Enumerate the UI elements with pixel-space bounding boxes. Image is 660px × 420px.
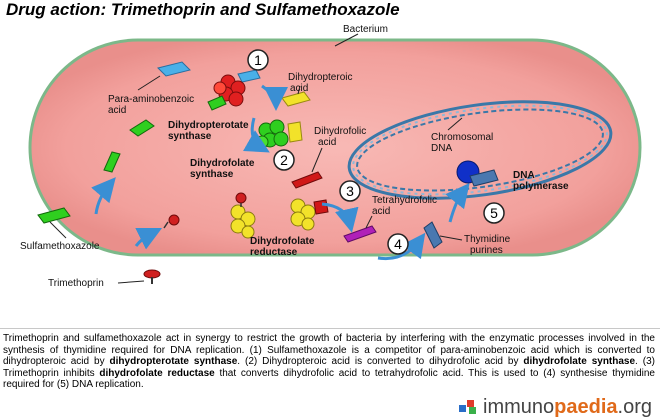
sulfamethoxazole-pointer [49, 221, 67, 239]
caption-part-3: . (3) Trimethoprin inhibits [3, 356, 655, 379]
step-arrow-1 [261, 84, 288, 111]
dihydrofolic-label-line2: acid [318, 137, 337, 148]
chromosomal-dna [347, 100, 613, 200]
step-5-badge [483, 202, 505, 224]
caption-bold-dhps: dihydropterotate synthase [109, 356, 238, 367]
caption-part-2: . (2) Dihydropteroic acid is converted t… [237, 356, 524, 367]
step-2-number: 2 [280, 152, 288, 168]
step-arrow-4 [377, 232, 426, 261]
paba-label-line1: Para-aminobenzoic [108, 94, 195, 105]
dihydrofolic-pointer [311, 147, 323, 173]
logo-text-paedia: paedia [554, 396, 618, 418]
entry-arrow-trimethoprin [134, 227, 163, 250]
dihydrofolate-synthase-enzyme [255, 119, 303, 149]
thymidine-purines-molecule [423, 221, 443, 249]
dihydropterotate-synthase-enzyme [213, 74, 246, 107]
sulfamethoxazole-molecule-outside [37, 207, 71, 224]
bacterium-cell [28, 38, 642, 257]
caption-part-4: that converts dihydrofolic acid to tetra… [3, 367, 655, 391]
tetrahydrofolic-pointer [365, 215, 373, 229]
logo-text-immuno: immuno [483, 396, 555, 418]
tetrahydrofolic-label-line1: Tetrahydrofolic [372, 195, 438, 206]
dhfr-label-line1: Dihydrofolate [250, 236, 315, 247]
dna-polymerase-label-line1: DNA [513, 170, 535, 181]
step-4-number: 4 [394, 236, 402, 252]
step-arrow-3 [321, 202, 359, 233]
immunopaedia-logo[interactable]: immunopaedia.org [457, 396, 652, 419]
trimethoprin-pointer [117, 280, 145, 284]
diagram-canvas: 1 2 3 4 5 [28, 33, 642, 284]
paba-pointer [137, 75, 161, 91]
chromosomal-label-line2: DNA [431, 143, 453, 154]
dhps-label-line2: synthase [168, 131, 212, 142]
dihydrofolic-acid-molecule [291, 171, 323, 189]
caption-text: Trimethoprin and sulfamethoxazole act in… [3, 333, 655, 391]
trimethoprin-molecule-outside [143, 269, 161, 284]
dhps-label-line1: Dihydropterotate [168, 120, 249, 131]
caption-part-1: Trimethoprin and sulfamethoxazole act in… [3, 333, 655, 367]
thymidine-label-line2: purines [470, 245, 503, 256]
logo-text-org: .org [617, 396, 652, 418]
step-arrow-2 [243, 117, 270, 153]
step-3-number: 3 [346, 183, 354, 199]
dna-polymerase-enzyme [456, 160, 499, 187]
trimethoprin-molecule-inside [163, 214, 180, 229]
chromosomal-pointer [447, 117, 463, 131]
step-4-badge [387, 233, 409, 255]
paba-label-line2: acid [108, 105, 127, 116]
sulfamethoxazole-label: Sulfamethoxazole [20, 241, 100, 252]
paba-molecule-bound [237, 69, 261, 83]
thymidine-pointer [439, 235, 463, 241]
dhfs-label-line2: synthase [190, 169, 234, 180]
sulfamethoxazole-molecule-inside-2 [129, 119, 155, 137]
dihydrofolic-label-line1: Dihydrofolic [314, 126, 367, 137]
step-arrow-5 [445, 182, 470, 223]
page-title: Drug action: Trimethoprin and Sulfametho… [6, 0, 400, 19]
caption-bold-dhfr: dihydrofolate reductase [99, 367, 215, 379]
paba-molecule [157, 61, 191, 77]
caption-divider [0, 328, 660, 329]
dna-polymerase-label-line2: polymerase [513, 181, 569, 192]
dihydropteroic-pointer [297, 85, 301, 95]
bacterium-label: Bacterium [343, 24, 389, 35]
step-1-number: 1 [254, 52, 262, 68]
entry-arrow-sulfamethoxazole [91, 177, 116, 215]
dihydropteroic-label-line1: Dihydropteroic [288, 72, 353, 83]
caption-bold-dhfs: dihydrofolate synthase [523, 356, 636, 367]
step-2-badge [273, 149, 295, 171]
sulfamethoxazole-molecule-bound [207, 95, 227, 111]
dihydropteroic-label-line2: acid [290, 83, 309, 94]
bacterium-label-pointer [334, 33, 359, 47]
logo-cubes-icon [459, 400, 477, 414]
dhfr-label-line2: reductase [250, 247, 298, 258]
dhfs-label-line1: Dihydrofolate [190, 158, 255, 169]
thymidine-label-line1: Thymidine [464, 234, 511, 245]
chromosomal-label-line1: Chromosomal [431, 132, 494, 143]
dihydrofolate-reductase-enzyme-left [230, 192, 256, 239]
step-1-badge [247, 49, 269, 71]
trimethoprin-label: Trimethoprin [48, 278, 104, 289]
step-3-badge [339, 180, 361, 202]
tetrahydrofolic-acid-molecule [343, 225, 377, 243]
tetrahydrofolic-label-line2: acid [372, 206, 391, 217]
step-5-number: 5 [490, 205, 498, 221]
sulfamethoxazole-molecule-inside-1 [103, 151, 121, 173]
